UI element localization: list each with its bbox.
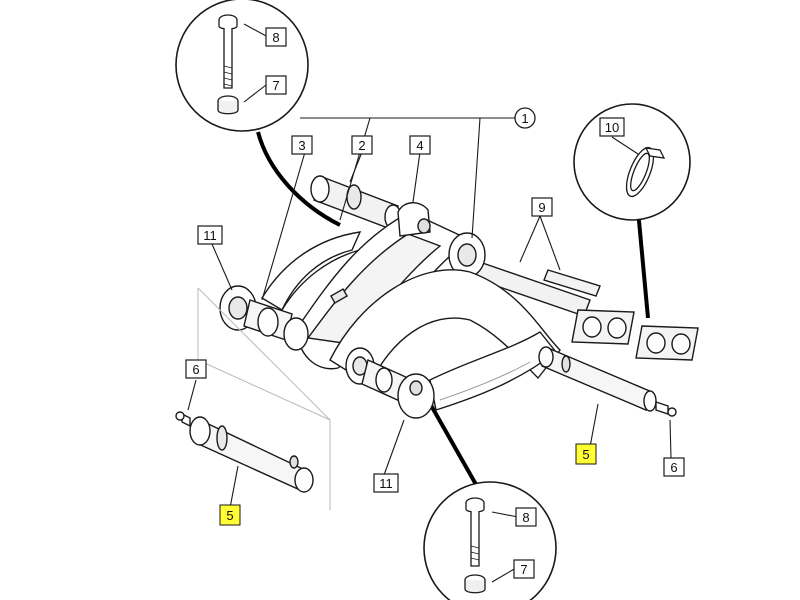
leader-bottom-detail	[426, 399, 480, 489]
callout-1-label: 1	[521, 111, 528, 126]
callout-8-bottom: 8	[515, 507, 537, 527]
callout-9-label: 9	[538, 200, 545, 215]
callout-8-top: 8	[265, 27, 287, 47]
callout-9: 9	[531, 197, 553, 217]
callout-3-label: 3	[298, 138, 305, 153]
callout-6-left-label: 6	[192, 362, 199, 377]
callout-7-top-label: 7	[272, 78, 279, 93]
callout-6-right: 6	[663, 457, 685, 477]
callout-7-bottom-label: 7	[520, 562, 527, 577]
callout-4-label: 4	[416, 138, 423, 153]
left-pivot-bushings	[219, 285, 309, 351]
leader-top-detail	[256, 131, 341, 227]
spacer-plate-1	[571, 309, 635, 345]
leader-lines	[187, 23, 672, 583]
rear-shaft	[310, 175, 402, 230]
leader-right-detail	[636, 209, 650, 319]
right-arm	[329, 269, 561, 411]
callout-8-top-label: 8	[272, 30, 279, 45]
callout-11-bottom: 11	[373, 473, 399, 493]
callout-11-bottom-label: 11	[379, 476, 393, 491]
detail-circle-top	[175, 0, 309, 132]
callout-4: 4	[409, 135, 431, 155]
callout-6-left: 6	[185, 359, 207, 379]
callout-5-right-label: 5	[582, 447, 589, 462]
detail-circle-right	[573, 103, 691, 221]
callout-8-bottom-label: 8	[522, 510, 529, 525]
callout-6-right-label: 6	[670, 460, 677, 475]
callout-2-label: 2	[358, 138, 365, 153]
callout-1: 1	[514, 107, 536, 129]
callout-5-left: 5	[219, 504, 241, 526]
detail-circle-bottom	[423, 481, 557, 600]
exploded-pin-group	[175, 287, 331, 510]
center-pivot-bushings	[345, 347, 435, 419]
callout-5-left-label: 5	[226, 508, 233, 523]
callout-10-label: 10	[605, 120, 619, 135]
callout-2: 2	[351, 135, 373, 155]
right-pin	[538, 346, 677, 417]
callout-7-bottom: 7	[513, 559, 535, 579]
callout-3: 3	[291, 135, 313, 155]
spacer-plate-2	[635, 325, 699, 361]
callout-11-left-label: 11	[203, 228, 217, 243]
callout-5-right: 5	[575, 443, 597, 465]
detail-leaders	[256, 131, 650, 489]
main-assembly	[219, 175, 699, 419]
callout-11-left: 11	[197, 225, 223, 245]
left-arm	[261, 231, 362, 311]
callout-10: 10	[599, 117, 625, 137]
callout-7-top: 7	[265, 75, 287, 95]
